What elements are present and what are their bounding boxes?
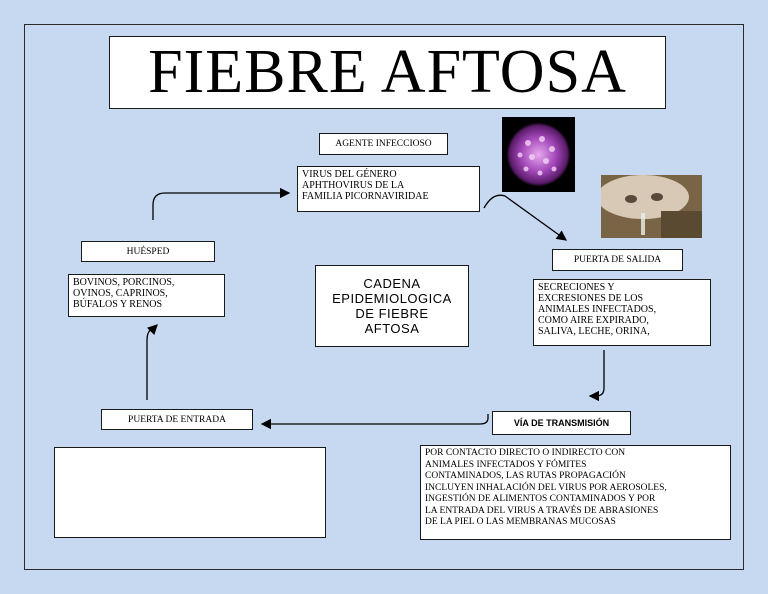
huesped-label: HUÉSPED (81, 241, 215, 262)
via-transmision-text: POR CONTACTO DIRECTO O INDIRECTO CON ANI… (420, 445, 731, 540)
diagram-frame (24, 24, 744, 570)
empty-box (54, 447, 326, 538)
arrow-agente-to-salida (483, 194, 568, 241)
cow-image (601, 175, 702, 238)
agente-infeccioso-text: VIRUS DEL GÉNERO APHTHOVIRUS DE LA FAMIL… (297, 166, 480, 212)
agente-infeccioso-label: AGENTE INFECCIOSO (319, 133, 448, 155)
puerta-salida-label: PUERTA DE SALIDA (552, 249, 683, 271)
virus-image (502, 117, 575, 192)
arrow-via-to-entrada (260, 414, 489, 430)
huesped-text: BOVINOS, PORCINOS, OVINOS, CAPRINOS, BÚF… (68, 274, 225, 317)
arrow-huesped-to-agente (152, 187, 291, 220)
page-title: FIEBRE AFTOSA (109, 36, 666, 109)
puerta-salida-text: SECRECIONES Y EXCRESIONES DE LOS ANIMALE… (533, 279, 711, 346)
puerta-entrada-label: PUERTA DE ENTRADA (101, 409, 253, 430)
arrow-entrada-to-huesped (146, 324, 158, 400)
via-transmision-label: VÍA DE TRANSMISIÓN (492, 411, 631, 435)
center-title: CADENA EPIDEMIOLOGICA DE FIEBRE AFTOSA (315, 265, 469, 347)
arrow-salida-to-via (588, 350, 605, 402)
